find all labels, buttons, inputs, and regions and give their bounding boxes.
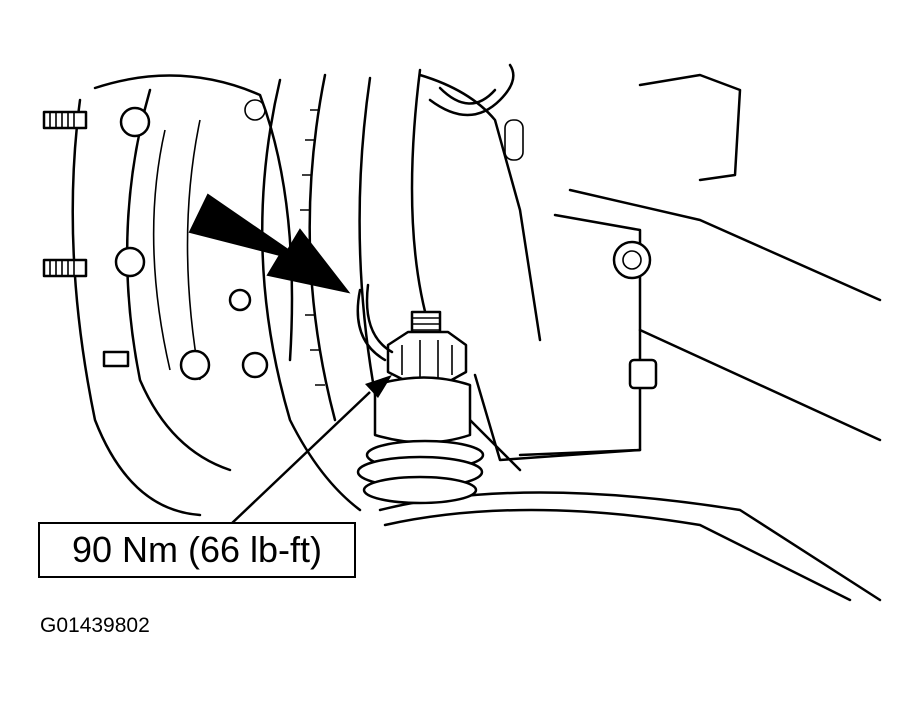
solid-pointer-arrow-icon bbox=[188, 193, 351, 294]
ball-joint bbox=[356, 283, 485, 505]
wheel-studs bbox=[42, 110, 130, 368]
knuckle-and-control-arm bbox=[378, 73, 882, 602]
brake-line bbox=[428, 63, 515, 117]
torque-callout: 90 Nm (66 lb-ft) bbox=[38, 522, 356, 578]
figure-id: G01439802 bbox=[40, 614, 150, 637]
wheel-hub bbox=[71, 74, 294, 517]
brake-rotor bbox=[261, 68, 432, 512]
torque-label: 90 Nm (66 lb-ft) bbox=[71, 529, 323, 570]
leader-arrow-icon bbox=[229, 375, 392, 526]
